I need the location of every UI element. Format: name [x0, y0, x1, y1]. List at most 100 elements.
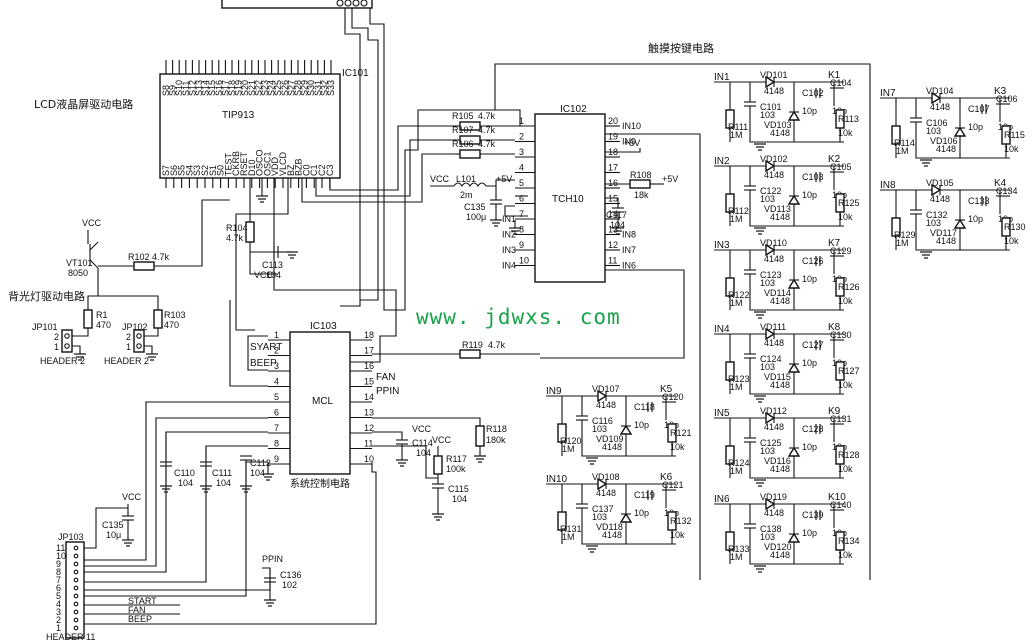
c114-ref: C114: [412, 438, 433, 448]
capacitor-ref: C123: [760, 270, 782, 280]
resistor-ref: R134: [838, 536, 860, 546]
ic103-left-pin-number: 8: [274, 439, 279, 449]
ic101-bottom-pin-label: VDD: [270, 156, 280, 176]
ic102-right-pin-label: IN10: [622, 121, 641, 131]
ic102-right-pin-number: 14: [608, 209, 618, 219]
ic101-top-pin-label: S17: [220, 80, 230, 96]
key-label: K8: [828, 322, 841, 333]
c111-value: 104: [216, 478, 231, 488]
diode-symbol: [931, 183, 942, 197]
ic101-top-pin-label: S29: [300, 80, 310, 96]
ic101-top-pin-label: S23: [260, 80, 270, 96]
top-connector: [221, 0, 373, 9]
diode-symbol: [953, 126, 967, 137]
diode-value: 4148: [770, 128, 790, 138]
touch-key-title: 触摸按键电路: [648, 41, 714, 55]
jp103-pin-number: 5: [56, 591, 61, 601]
capacitor-ref: C137: [592, 504, 614, 514]
l101-value: 2m: [460, 190, 473, 200]
capacitor-ref: C107: [968, 104, 990, 114]
diode-ref: VD107: [592, 384, 620, 394]
capacitor-ref: C116: [592, 416, 613, 426]
resistor-ref: R122: [728, 290, 750, 300]
c117-value: 104: [610, 220, 625, 230]
capacitor-ref: C130: [830, 330, 852, 340]
resistor-value: 1M: [730, 466, 743, 476]
ic101-bottom-pins: S7S6S5S4S3S2S1S0TESTCKRBRSETD10OSCOOSC1V…: [161, 149, 335, 188]
jp103-pin-number: 8: [56, 567, 61, 577]
ic102-name: TCH10: [552, 194, 584, 205]
c135-ref: C135: [464, 202, 486, 212]
c115-value: 104: [452, 494, 467, 504]
ic101-top-pin-label: S16: [214, 80, 224, 96]
capacitor-ref: C133: [968, 196, 990, 206]
c135b-value: 10μ: [106, 530, 121, 540]
fan-net-label: FAN: [128, 605, 146, 615]
resistor-value: 10k: [838, 212, 853, 222]
ic101-bottom-pin-label: S6: [169, 165, 179, 176]
ic103-left-pin-number: 5: [274, 392, 279, 402]
resistor-value: 1M: [562, 532, 575, 542]
jp102-header: [133, 329, 145, 353]
capacitor-ref: C138: [760, 524, 782, 534]
diode-symbol: [619, 424, 633, 435]
ic102-ref: IC102: [560, 104, 587, 115]
diode-symbol: [787, 278, 801, 289]
r118-resistor: [475, 425, 485, 447]
ic101-bottom-pin-label: OSCO: [255, 149, 265, 176]
c115-ref: C115: [448, 484, 469, 494]
r1-value: 470: [96, 320, 111, 330]
resistor-value: 10k: [838, 380, 853, 390]
r106-resistor: [459, 149, 481, 159]
ic102-right-pin-label: IN7: [622, 245, 636, 255]
capacitor-ref: C120: [662, 392, 684, 402]
diode-value: 4148: [764, 86, 784, 96]
c135-value: 100μ: [466, 212, 486, 222]
ic103-right-pin-number: 10: [364, 454, 374, 464]
jp103-pin-number: 6: [56, 583, 61, 593]
resistor-value: 1M: [896, 146, 909, 156]
capacitor-value: 103: [592, 512, 607, 522]
ic102-right-pin-number: 12: [608, 240, 618, 250]
diode-value: 4148: [770, 550, 790, 560]
ic102-5v-right: +5V: [624, 138, 640, 148]
resistor-ref: R111: [728, 122, 748, 132]
ic102-5v: +5V: [496, 174, 512, 184]
ic101-bottom-pin-label: RSET: [239, 151, 249, 176]
jp102-ref: JP102: [122, 322, 148, 332]
r108-5v: +5V: [662, 174, 678, 184]
ic101-bottom-pin-label: VLCD: [278, 151, 288, 176]
ic101-top-pin-label: S24: [267, 80, 277, 96]
diode-value: 4148: [770, 380, 790, 390]
ic103-right-pin-number: 12: [364, 423, 374, 433]
ic102-left-pin-number: 8: [519, 225, 524, 235]
jp103-pin-number: 10: [56, 551, 66, 561]
ic103-right-pin-number: 16: [364, 361, 374, 371]
diode-ref: VD103: [764, 120, 792, 130]
jp101-header: [61, 329, 73, 353]
diode-value: 4148: [936, 144, 956, 154]
ic101-bottom-pin-label: D10: [247, 159, 257, 176]
lcd-driver-title: LCD液晶屏驱动电路: [34, 97, 133, 111]
ic102-left-pin-number: 3: [519, 147, 524, 157]
jp103-pin-number: 7: [56, 575, 61, 585]
diode-symbol: [619, 512, 633, 523]
ic101-bottom-pin-label: S1: [208, 165, 218, 176]
resistor-value: 10k: [1004, 236, 1019, 246]
ic101-top-pin-label: S25: [273, 80, 283, 96]
capacitor-value: 103: [926, 218, 941, 228]
l101-inductor: [453, 182, 487, 187]
touch-input-label: IN1: [714, 72, 730, 83]
ic101-body: [159, 73, 341, 179]
jp101-pin2: 2: [54, 332, 59, 342]
ic103-left-pin-number: 9: [274, 454, 279, 464]
r104-vcc: VCC: [254, 270, 274, 280]
capacitor-value: 10p: [634, 420, 649, 430]
ic101-bottom-pin-label: S5: [177, 165, 187, 176]
ic101-top-pin-label: S33: [326, 80, 336, 96]
resistor-value: 1M: [730, 382, 743, 392]
